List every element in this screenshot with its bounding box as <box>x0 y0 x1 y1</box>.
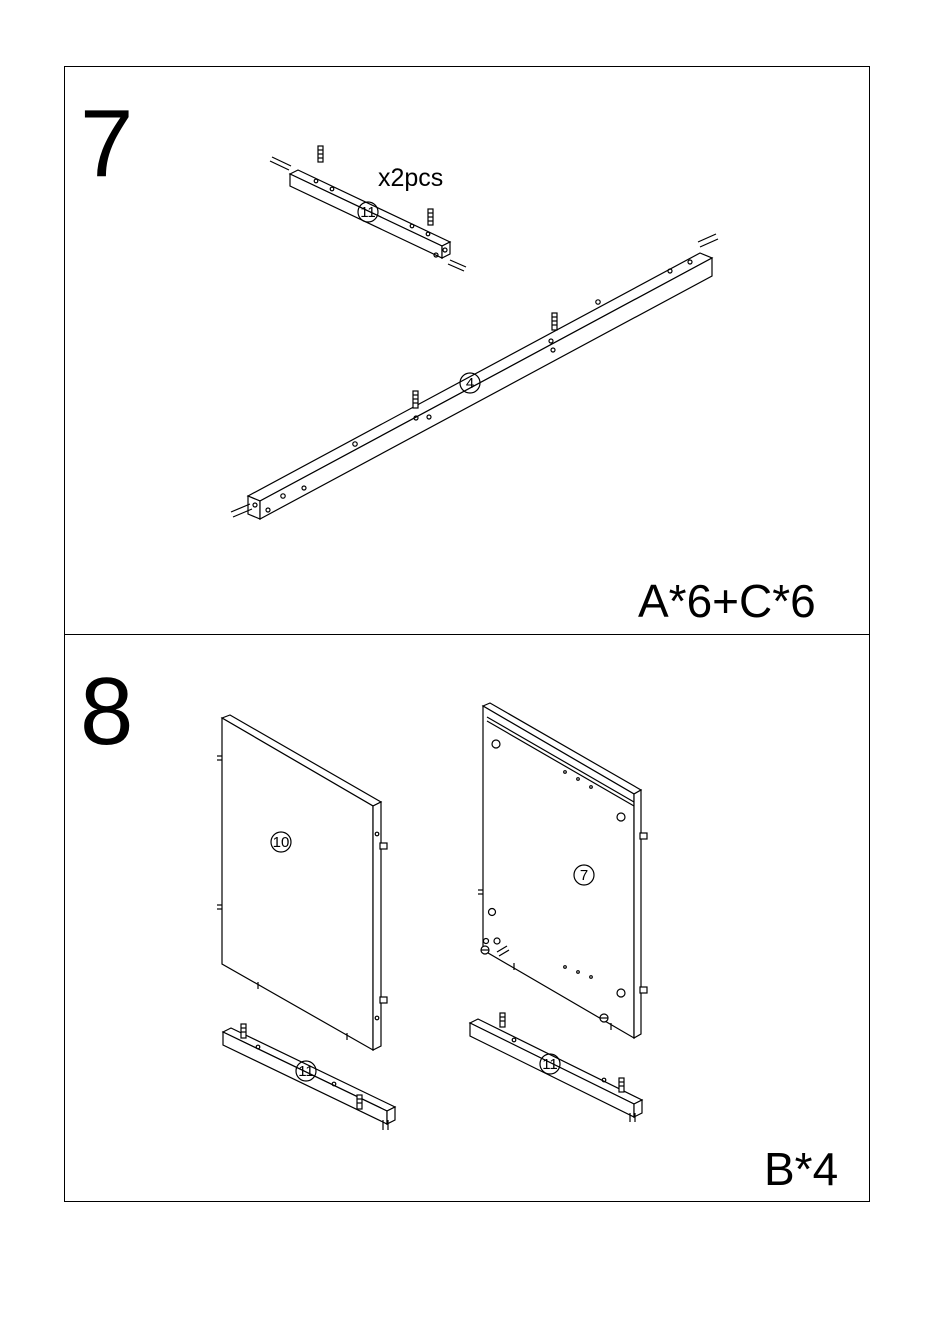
part-label-11-right-base-rail: 11 <box>542 1056 558 1073</box>
part-label-4-long-rail: 4 <box>466 375 474 392</box>
side-panel-7 <box>483 703 641 1038</box>
part-label-10-left-panel: 10 <box>273 834 290 851</box>
part-label-7-right-panel: 7 <box>580 867 588 884</box>
part-label-11-short-rail: 11 <box>360 204 376 221</box>
part-label-11-left-base-rail: 11 <box>298 1063 314 1080</box>
side-panel-10 <box>222 715 381 1050</box>
